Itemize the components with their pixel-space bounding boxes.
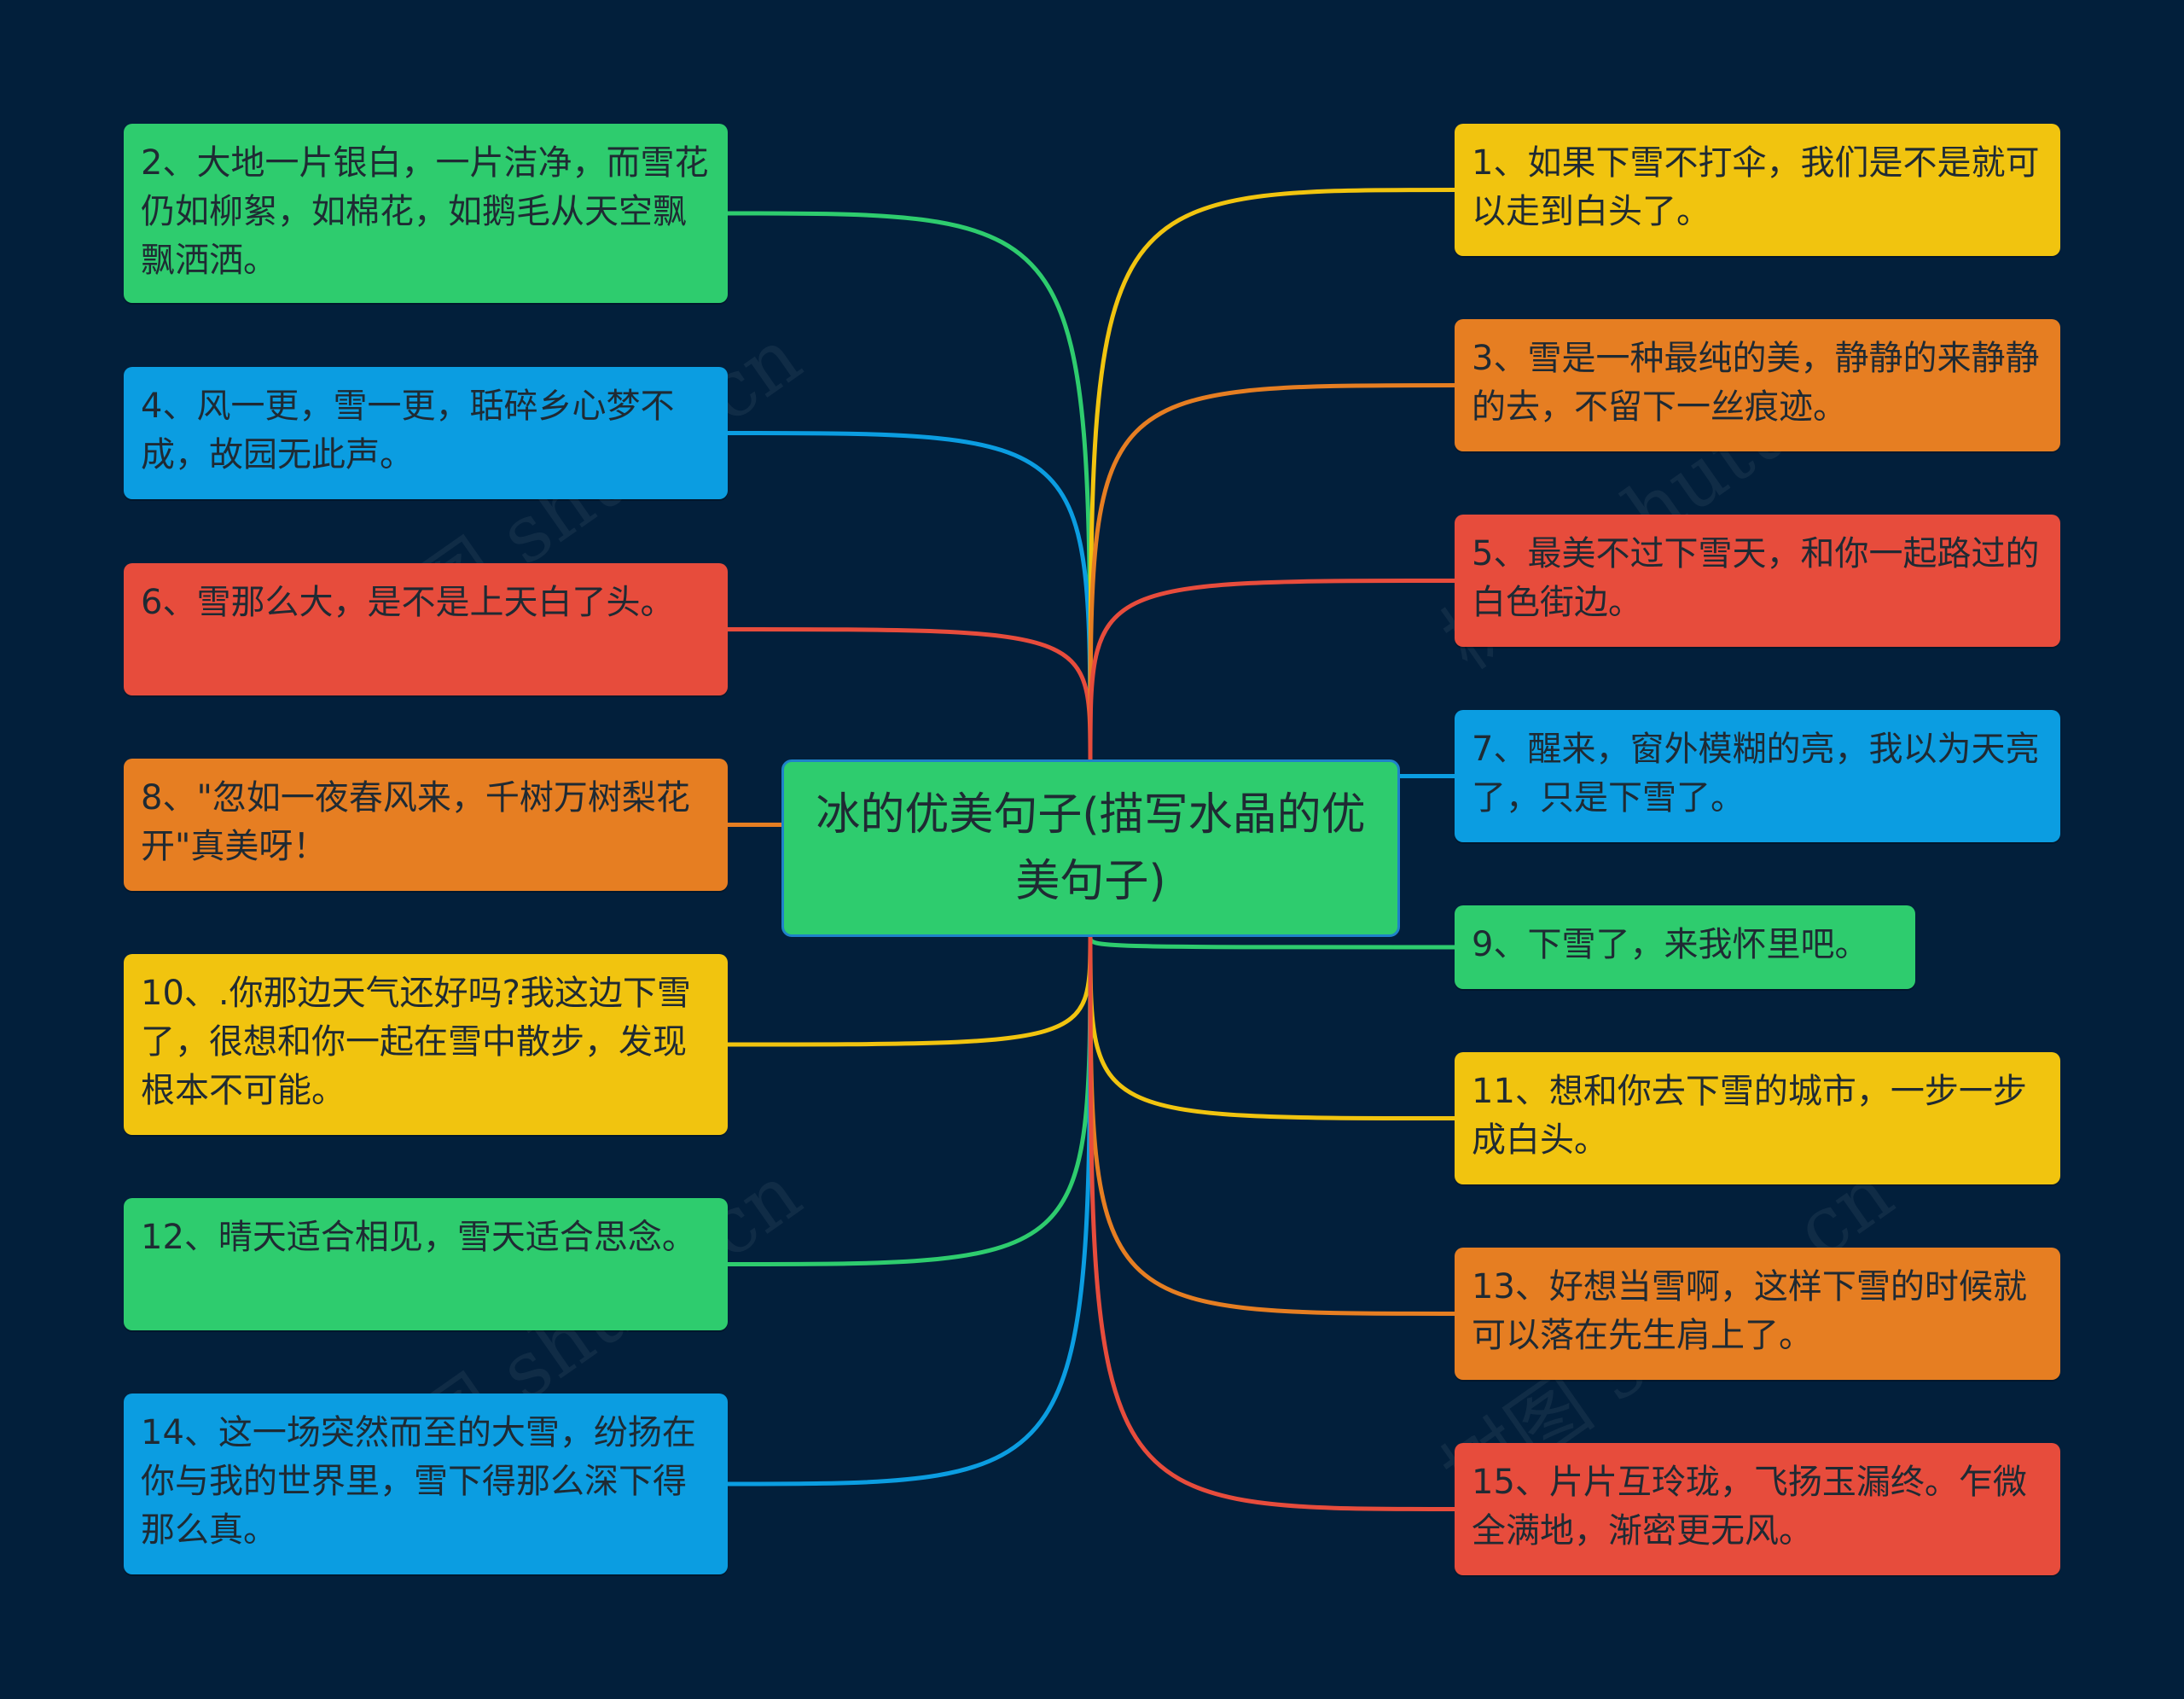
- node-label: 6、雪那么大，是不是上天白了头。: [141, 583, 675, 622]
- connector-line: [1088, 188, 1455, 760]
- left-node[interactable]: 14、这一场突然而至的大雪，纷扬在你与我的世界里，雪下得那么深下得那么真。: [124, 1394, 728, 1574]
- node-label: 5、最美不过下雪天，和你一起路过的白色街边。: [1472, 534, 2040, 622]
- connector-line: [1088, 936, 1455, 950]
- connector-line: [1088, 936, 1455, 1511]
- left-node[interactable]: 4、风一更，雪一更，聒碎乡心梦不成，故园无此声。: [124, 367, 728, 499]
- node-label: 4、风一更，雪一更，聒碎乡心梦不成，故园无此声。: [141, 387, 675, 474]
- right-node[interactable]: 1、如果下雪不打伞，我们是不是就可以走到白头了。: [1455, 124, 2060, 256]
- central-topic-label: 冰的优美句子(描写水晶的优美句子): [816, 789, 1366, 907]
- node-label: 11、想和你去下雪的城市，一步一步成白头。: [1472, 1072, 2027, 1160]
- connector-line: [1088, 936, 1455, 1316]
- node-label: 7、醒来，窗外模糊的亮，我以为天亮了，只是下雪了。: [1472, 730, 2040, 817]
- central-topic[interactable]: 冰的优美句子(描写水晶的优美句子): [781, 759, 1400, 937]
- connector-line: [1088, 936, 1455, 1120]
- right-node[interactable]: 9、下雪了，来我怀里吧。: [1455, 905, 1915, 989]
- connector-line: [727, 936, 1093, 1487]
- left-node[interactable]: 12、晴天适合相见，雪天适合思念。: [124, 1198, 728, 1330]
- connector-line: [1088, 383, 1455, 760]
- node-label: 10、.你那边天气还好吗?我这边下雪了，很想和你一起在雪中散步，发现根本不可能。: [141, 974, 691, 1110]
- left-node[interactable]: 6、雪那么大，是不是上天白了头。: [124, 563, 728, 695]
- node-label: 1、如果下雪不打伞，我们是不是就可以走到白头了。: [1472, 143, 2040, 231]
- node-label: 14、这一场突然而至的大雪，纷扬在你与我的世界里，雪下得那么深下得那么真。: [141, 1413, 696, 1550]
- left-node[interactable]: 2、大地一片银白，一片洁净，而雪花仍如柳絮，如棉花，如鹅毛从天空飘飘洒洒。: [124, 124, 728, 303]
- right-node[interactable]: 5、最美不过下雪天，和你一起路过的白色街边。: [1455, 515, 2060, 647]
- connector-line: [1088, 579, 1455, 760]
- node-label: 9、下雪了，来我怀里吧。: [1472, 925, 1869, 964]
- node-label: 3、雪是一种最纯的美，静静的来静静的去，不留下一丝痕迹。: [1472, 339, 2040, 427]
- right-node[interactable]: 11、想和你去下雪的城市，一步一步成白头。: [1455, 1052, 2060, 1184]
- connector-line: [727, 211, 1093, 760]
- connector-line: [727, 936, 1093, 1047]
- right-node[interactable]: 15、片片互玲珑，飞扬玉漏终。乍微全满地，渐密更无风。: [1455, 1443, 2060, 1575]
- node-label: 13、好想当雪啊，这样下雪的时候就可以落在先生肩上了。: [1472, 1267, 2027, 1355]
- node-label: 8、"忽如一夜春风来，千树万树梨花开"真美呀！: [141, 778, 690, 866]
- node-label: 12、晴天适合相见，雪天适合思念。: [141, 1218, 696, 1257]
- right-node[interactable]: 3、雪是一种最纯的美，静静的来静静的去，不留下一丝痕迹。: [1455, 319, 2060, 451]
- left-node[interactable]: 10、.你那边天气还好吗?我这边下雪了，很想和你一起在雪中散步，发现根本不可能。: [124, 954, 728, 1135]
- left-node[interactable]: 8、"忽如一夜春风来，千树万树梨花开"真美呀！: [124, 759, 728, 891]
- connector-line: [727, 431, 1093, 760]
- right-node[interactable]: 7、醒来，窗外模糊的亮，我以为天亮了，只是下雪了。: [1455, 710, 2060, 842]
- right-node[interactable]: 13、好想当雪啊，这样下雪的时候就可以落在先生肩上了。: [1455, 1248, 2060, 1380]
- node-label: 2、大地一片银白，一片洁净，而雪花仍如柳絮，如棉花，如鹅毛从天空飘飘洒洒。: [141, 143, 709, 280]
- node-label: 15、片片互玲珑，飞扬玉漏终。乍微全满地，渐密更无风。: [1472, 1463, 2027, 1551]
- connector-line: [727, 627, 1093, 760]
